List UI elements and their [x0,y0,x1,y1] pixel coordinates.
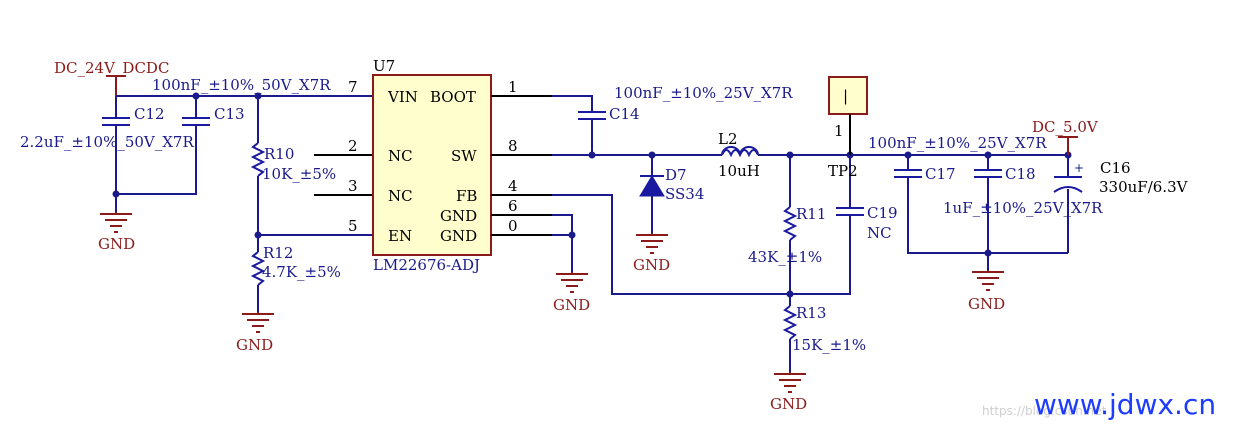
r10-value: 10K_±5% [262,165,336,183]
sw-node-wire [552,119,722,156]
c13-ref: C13 [214,105,245,123]
pin5-number: 5 [348,217,358,235]
r13-value: 15K_±1% [792,336,866,354]
pin2-name: NC [388,147,413,165]
pin7-name: VIN [387,88,418,106]
l2-ref: L2 [718,130,738,148]
capacitor-c12: C12 2.2uF_±10%_50V_X7R [20,105,194,151]
resistor-r10: R10 10K_±5% [250,142,336,183]
pin8-name: SW [451,147,477,165]
gnd-symbol-d7: GND [633,233,670,274]
capacitor-c17: C17 100nF_±10%_25V_X7R [868,134,1047,183]
r11-ref: R11 [796,205,826,223]
inductor-l2: L2 10uH [718,130,760,180]
u7-refdes: U7 [373,57,395,75]
pin3-name: NC [388,187,413,205]
c19-ref: C19 [867,204,898,222]
c14-value: 100nF_±10%_25V_X7R [614,84,793,102]
boot-wire [552,95,593,112]
pin5-name: EN [388,227,412,245]
r13-ref: R13 [796,304,826,322]
resistor-r13: R13 15K_±1% [782,304,866,354]
c12-ref: C12 [134,105,165,123]
gnd-label-r12: GND [236,336,273,354]
pin6-name: GND [440,207,477,225]
resistor-r11: R11 43K_±1% [748,205,826,266]
ic-body [372,74,492,256]
faint-watermark: https://blog.csdn.net [982,404,1107,418]
d7-ref: D7 [665,166,687,184]
gnd-symbol-output: GND [968,270,1005,313]
input-power-label: DC_24V_DCDC [54,59,169,77]
vin-rail-wire [115,95,373,143]
c16-polarity: + [1074,161,1084,175]
c18-value: 1uF_±10%_25V_X7R [943,199,1103,217]
junction-dot [588,151,596,159]
ic-gnd-wire [552,214,573,272]
junction-dot [112,190,120,198]
junction-dot [568,231,576,239]
c17-ref: C17 [925,165,956,183]
ic-u7: U7 LM22676-ADJ 7 VIN 2 NC 3 NC 5 EN BOOT… [348,57,518,274]
c12-value: 2.2uF_±10%_50V_X7R [20,133,194,151]
capacitor-c18: C18 1uF_±10%_25V_X7R [943,165,1103,217]
capacitor-c19: C19 NC [836,204,898,242]
u7-part-number: LM22676-ADJ [373,256,480,274]
junction-dot [192,92,200,100]
l2-value: 10uH [718,162,760,180]
r10-ref: R10 [264,145,294,163]
junction-dot [254,92,262,100]
r12-ref: R12 [263,244,293,262]
pin6-number: 6 [508,197,518,215]
input-power-port: DC_24V_DCDC [54,59,169,96]
capacitor-c13: C13 100nF_±10%_50V_X7R [152,76,331,126]
output-power-label: DC_5.0V [1032,118,1099,136]
gnd-symbol-r13: GND [770,372,807,413]
c17-wire [907,155,1068,254]
pin1-name: BOOT [430,88,476,106]
r11-value: 43K_±1% [748,248,822,266]
pin4-name: FB [456,187,477,205]
c16-value: 330uF/6.3V [1099,178,1189,196]
test-point-tp2: | 1 TP2 [828,76,868,180]
tp2-body [828,76,868,115]
pin7-number: 7 [348,78,358,96]
junction-dot [984,249,992,257]
gnd-symbol-input: GND [98,212,135,253]
d7-value: SS34 [665,185,704,203]
gnd-symbol-ic: GND [553,272,590,314]
output-power-port: DC_5.0V [1032,118,1099,155]
gnd-symbol-r12: GND [236,312,274,354]
c18-ref: C18 [1005,165,1036,183]
junction-dot [254,231,262,239]
gnd-label-output: GND [968,295,1005,313]
brand-watermark: www.jdwx.cn [1034,388,1216,421]
pin1-number: 1 [508,78,518,96]
capacitor-c14: C14 100nF_±10%_25V_X7R [578,84,793,123]
gnd-label-input: GND [98,235,135,253]
gnd-label-r13: GND [770,395,807,413]
r12-value: 4.7K_±5% [262,263,341,281]
gnd-label-d7: GND [633,256,670,274]
pin8-number: 8 [508,137,518,155]
pin4-number: 4 [508,177,518,195]
c19-value: NC [867,224,892,242]
tp2-ref: TP2 [828,162,858,180]
capacitor-c16: + C16 330uF/6.3V [1053,159,1189,196]
tp2-pin-number: 1 [834,122,844,140]
c13-value: 100nF_±10%_50V_X7R [152,76,331,94]
c14-ref: C14 [609,105,640,123]
c16-ref: C16 [1100,159,1131,177]
gnd-label-ic: GND [553,296,590,314]
pin3-number: 3 [348,177,358,195]
c17-value: 100nF_±10%_25V_X7R [868,134,1047,152]
pin0-name: GND [440,227,477,245]
pin0-number: 0 [508,217,518,235]
tp2-symbol: | [843,87,848,105]
resistor-r12: R12 4.7K_±5% [250,244,341,286]
diode-d7: D7 SS34 [639,155,704,233]
junction-dot [786,290,794,298]
pin2-number: 2 [348,137,358,155]
